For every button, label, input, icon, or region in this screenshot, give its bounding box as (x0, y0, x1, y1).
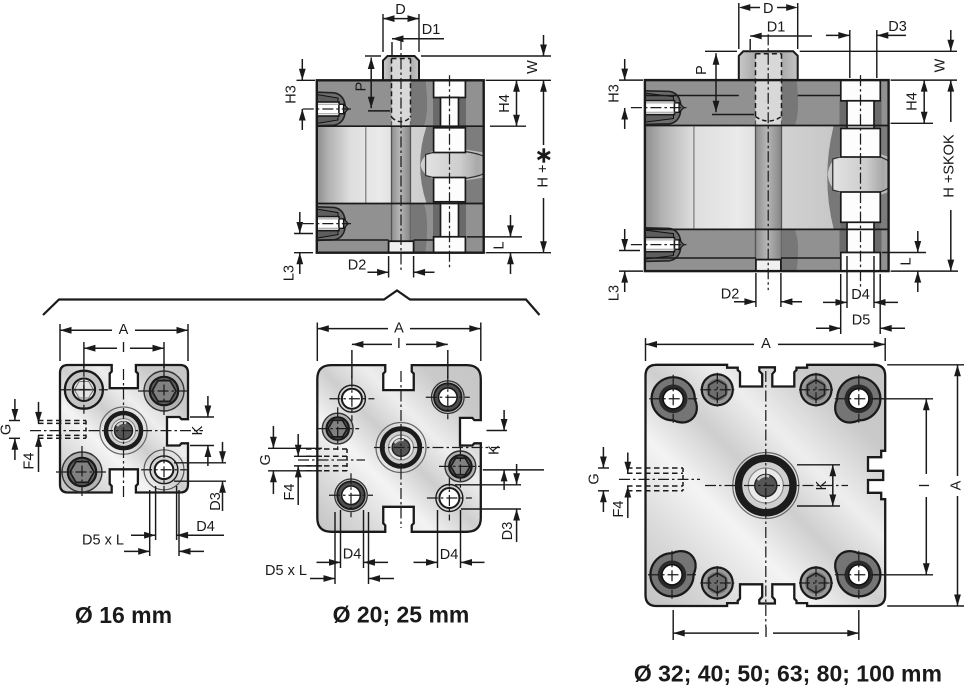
svg-text:D3: D3 (500, 522, 516, 541)
svg-text:Ø 20; 25 mm: Ø 20; 25 mm (333, 602, 470, 628)
svg-text:Ø 16 mm: Ø 16 mm (75, 602, 172, 628)
svg-text:L: L (491, 241, 507, 249)
svg-text:G: G (586, 473, 602, 484)
svg-text:K: K (814, 480, 830, 490)
svg-text:I: I (397, 336, 401, 352)
svg-text:D5: D5 (852, 312, 871, 328)
svg-text:W: W (525, 60, 541, 74)
svg-text:D5 x L: D5 x L (82, 532, 124, 548)
svg-text:A: A (761, 336, 771, 352)
svg-text:Ø 32; 40; 50; 63; 80; 100 mm: Ø 32; 40; 50; 63; 80; 100 mm (634, 661, 942, 687)
svg-text:H4: H4 (904, 92, 920, 111)
svg-text:D1: D1 (767, 19, 786, 35)
svg-text:P: P (353, 82, 369, 92)
svg-text:D: D (395, 2, 405, 18)
svg-text:F4: F4 (611, 501, 627, 518)
svg-text:P: P (694, 65, 710, 75)
svg-text:D4: D4 (440, 547, 459, 563)
svg-text:A: A (119, 322, 129, 338)
svg-text:I: I (917, 483, 933, 487)
svg-text:D4: D4 (196, 519, 215, 535)
svg-text:G: G (0, 424, 14, 435)
svg-text:L: L (898, 257, 914, 265)
svg-text:A: A (394, 320, 404, 336)
svg-text:H3: H3 (606, 84, 622, 103)
svg-text:D4: D4 (343, 546, 362, 562)
svg-text:D: D (763, 1, 773, 17)
svg-text:L3: L3 (281, 265, 297, 281)
svg-text:D3: D3 (208, 492, 224, 511)
svg-text:G: G (258, 454, 274, 465)
svg-text:K: K (190, 425, 206, 435)
svg-text:H3: H3 (283, 85, 299, 104)
svg-text:H +: H + (536, 165, 552, 188)
svg-text:K: K (486, 445, 502, 455)
svg-text:D5 x L: D5 x L (265, 563, 307, 579)
svg-text:D2: D2 (348, 257, 367, 273)
svg-text:H4: H4 (497, 94, 513, 113)
svg-text:D1: D1 (422, 22, 441, 38)
svg-text:D4: D4 (851, 287, 870, 303)
svg-text:D2: D2 (721, 286, 740, 302)
svg-text:I: I (764, 625, 768, 641)
svg-text:I: I (121, 340, 125, 356)
svg-text:H +SKOK: H +SKOK (941, 134, 957, 198)
svg-text:A: A (949, 480, 965, 490)
svg-text:L3: L3 (606, 285, 622, 301)
svg-text:W: W (932, 58, 948, 72)
svg-text:F4: F4 (21, 453, 37, 470)
svg-text:F4: F4 (282, 484, 298, 501)
svg-text:D3: D3 (888, 19, 907, 35)
